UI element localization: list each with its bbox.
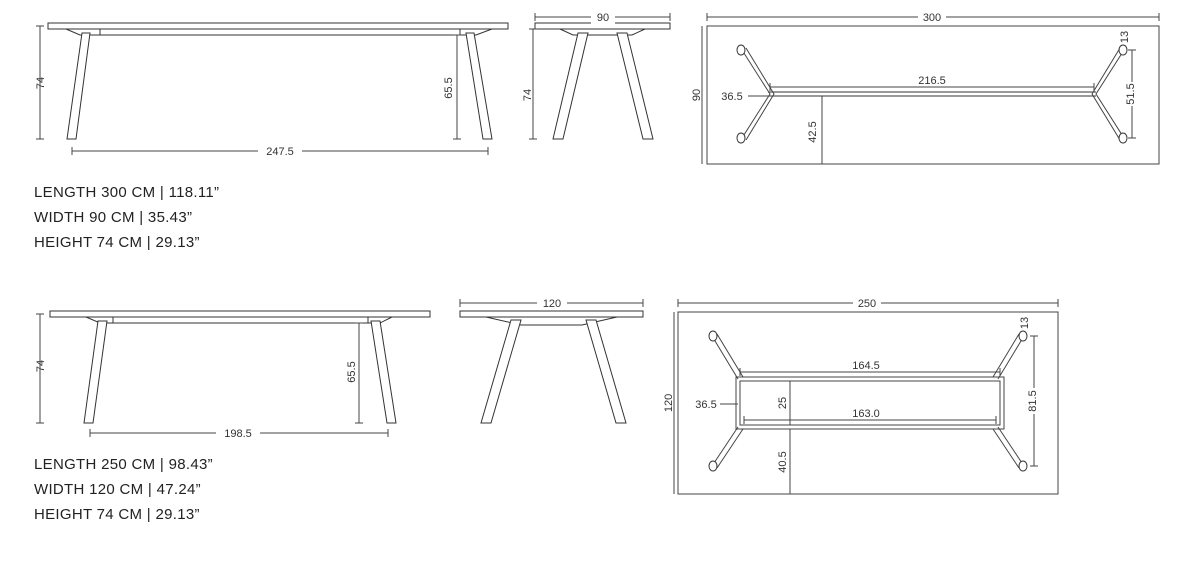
t2-spec-height: HEIGHT 74 CM | 29.13”	[34, 506, 200, 523]
table2-specs: LENGTH 250 CM | 98.43” WIDTH 120 CM | 47…	[34, 452, 213, 527]
t1-plan-foot-label: 13	[1119, 31, 1131, 43]
t1-spec-height: HEIGHT 74 CM | 29.13”	[34, 234, 200, 251]
t1-plan-width-label: 90	[691, 89, 703, 101]
t1-plan-spread-label: 51.5	[1125, 83, 1137, 104]
t2-plan-length-label: 250	[858, 298, 876, 310]
table1-side-view: 74 65.5 247.5	[35, 22, 509, 158]
table1-end-view: 90 74	[522, 10, 671, 140]
t1-spec-width: WIDTH 90 CM | 35.43”	[34, 209, 193, 226]
t2-plan-width-label: 120	[663, 394, 675, 412]
t1-plan-length-label: 300	[923, 12, 941, 24]
t2-spec-length: LENGTH 250 CM | 98.43”	[34, 456, 213, 473]
t2-leg-span-label: 198.5	[224, 428, 252, 440]
table2-plan-view: 250 120 164.5 163.0 25 36.5 40.5 13 81.5	[663, 296, 1059, 495]
t1-end-height-label: 74	[522, 89, 534, 101]
table2-side-view: 74 65.5 198.5	[35, 310, 431, 440]
t2-end-width-label: 120	[543, 298, 561, 310]
table1-plan-view: 300 90 216.5 36.5 42.5 13 51.5	[691, 10, 1160, 165]
t1-plan-stretcher-label: 216.5	[918, 75, 946, 87]
t1-plan-overhang-label: 36.5	[721, 91, 742, 103]
t2-leg-height-label: 65.5	[346, 361, 358, 382]
t2-plan-leg-offset-label: 40.5	[777, 451, 789, 472]
t1-spec-length: LENGTH 300 CM | 118.11”	[34, 184, 220, 201]
t1-plan-leg-offset-label: 42.5	[807, 121, 819, 142]
t1-leg-height-label: 65.5	[443, 77, 455, 98]
table2-end-view: 120	[459, 296, 644, 424]
t2-plan-spread-label: 81.5	[1027, 390, 1039, 411]
t2-plan-overhang-label: 36.5	[695, 399, 716, 411]
t1-leg-span-label: 247.5	[266, 146, 294, 158]
t2-plan-stretcher-top-label: 164.5	[852, 360, 880, 372]
t2-plan-foot-label: 13	[1019, 317, 1031, 329]
t2-plan-stretcher-gap-label: 25	[777, 397, 789, 409]
t2-plan-stretcher-bottom-label: 163.0	[852, 408, 880, 420]
t2-side-height-label: 74	[35, 360, 47, 372]
t2-spec-width: WIDTH 120 CM | 47.24”	[34, 481, 201, 498]
t1-side-height-label: 74	[35, 77, 47, 89]
table1-specs: LENGTH 300 CM | 118.11” WIDTH 90 CM | 35…	[34, 180, 219, 255]
t1-end-width-label: 90	[597, 12, 609, 24]
